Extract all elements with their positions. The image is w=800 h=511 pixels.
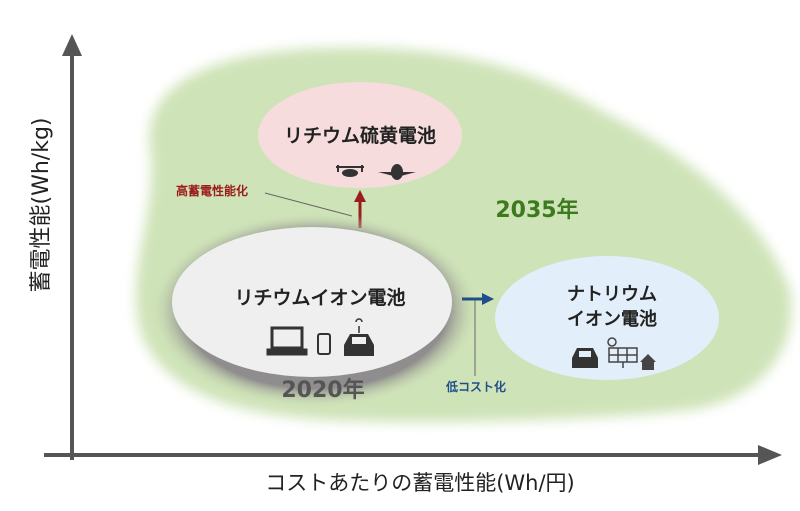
high-energy-label: 高蓄電性能化 <box>176 183 248 198</box>
solar-panel-icon <box>607 337 638 368</box>
electric-car-icon <box>344 318 374 356</box>
house-icon <box>640 354 656 370</box>
year-2035-label: 2035年 <box>495 197 578 223</box>
airplane-icon <box>378 164 416 180</box>
na-ion-title-line2: イオン電池 <box>567 308 657 330</box>
y-axis-label: 蓄電性能(Wh/kg) <box>29 118 54 293</box>
year-2020-label: 2020年 <box>281 377 364 403</box>
na-ion-ellipse <box>495 256 719 380</box>
li-ion-ellipse <box>172 227 452 377</box>
drone-icon <box>336 165 364 177</box>
smartphone-icon <box>317 333 331 355</box>
li-s-title: リチウム硫黄電池 <box>284 124 436 147</box>
li-ion-title: リチウムイオン電池 <box>234 286 405 309</box>
low-cost-label: 低コスト化 <box>445 379 506 394</box>
laptop-icon <box>266 326 308 356</box>
x-axis-label: コストあたりの蓄電性能(Wh/円) <box>265 471 575 495</box>
li-s-ellipse <box>258 82 462 188</box>
na-ion-title-line1: ナトリウム <box>567 284 657 305</box>
electric-car-icon <box>572 348 598 368</box>
